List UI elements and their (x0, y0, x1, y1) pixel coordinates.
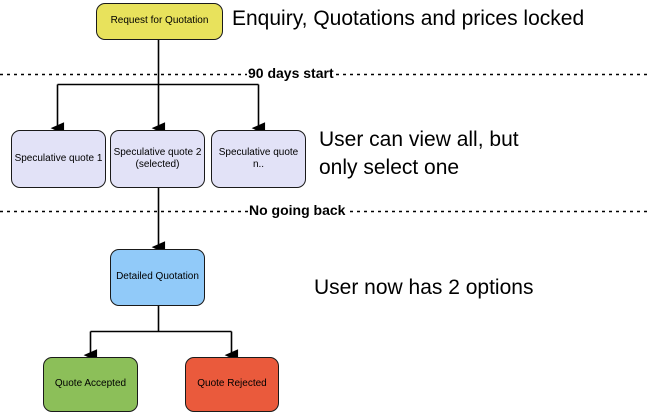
node-speculative-quote-2-label: Speculative quote 2 (selected) (113, 146, 202, 170)
node-quote-rejected[interactable]: Quote Rejected (185, 357, 279, 412)
node-quote-rejected-label: Quote Rejected (197, 378, 267, 390)
node-detailed-quotation-label: Detailed Quotation (116, 271, 199, 283)
node-quote-accepted[interactable]: Quote Accepted (43, 357, 138, 412)
phase-label-90-days-start: 90 days start (247, 65, 335, 81)
node-speculative-quote-2-selected[interactable]: Speculative quote 2 (selected) (110, 130, 205, 188)
phase-label-no-going-back: No going back (248, 202, 347, 218)
node-request-for-quotation[interactable]: Request for Quotation (96, 3, 223, 40)
node-speculative-quote-n-label: Speculative quote n.. (218, 146, 299, 170)
annotation-view-all-select-one: User can view all, but only select one (319, 128, 519, 179)
annotation-two-options: User now has 2 options (314, 276, 534, 299)
node-request-for-quotation-label: Request for Quotation (110, 15, 209, 27)
node-speculative-quote-n[interactable]: Speculative quote n.. (211, 130, 306, 188)
node-speculative-quote-1[interactable]: Speculative quote 1 (11, 130, 106, 188)
annotation-enquiry-locked: Enquiry, Quotations and prices locked (232, 7, 585, 30)
node-quote-accepted-label: Quote Accepted (54, 378, 127, 390)
node-detailed-quotation[interactable]: Detailed Quotation (110, 249, 205, 306)
node-speculative-quote-1-label: Speculative quote 1 (14, 152, 103, 164)
